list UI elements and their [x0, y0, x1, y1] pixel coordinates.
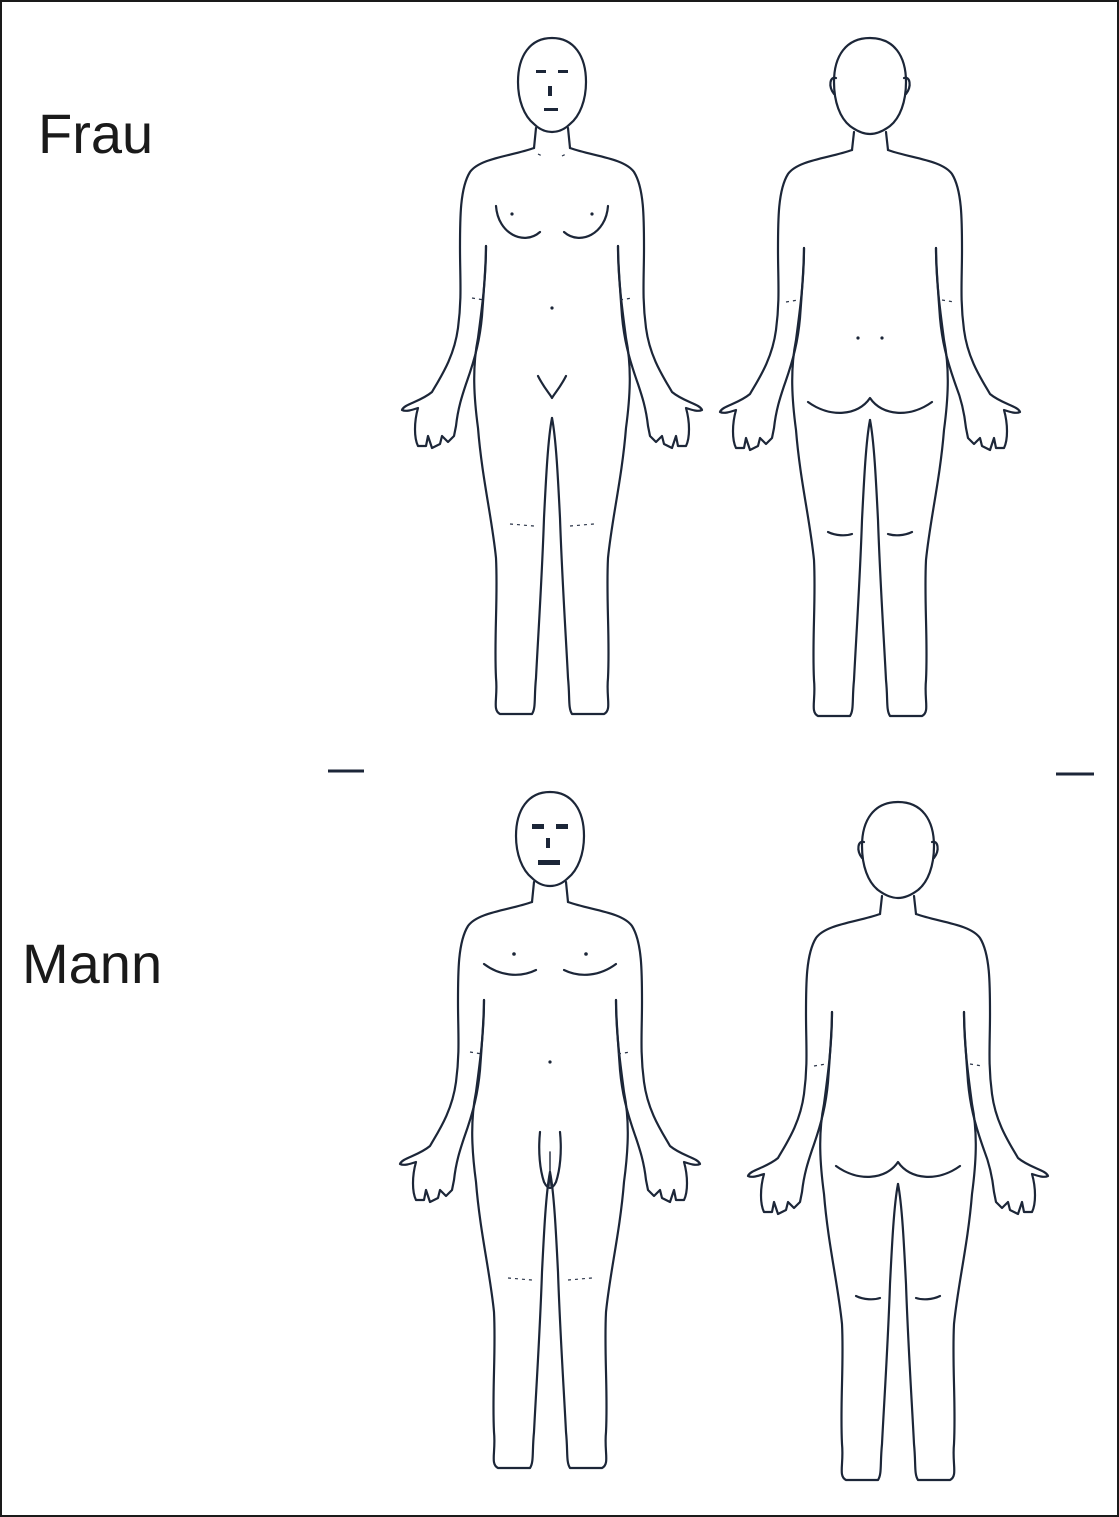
male-front-figure	[400, 792, 700, 1468]
male-back-figure	[748, 802, 1048, 1480]
female-front-figure	[402, 38, 702, 714]
female-back-figure	[720, 38, 1020, 716]
